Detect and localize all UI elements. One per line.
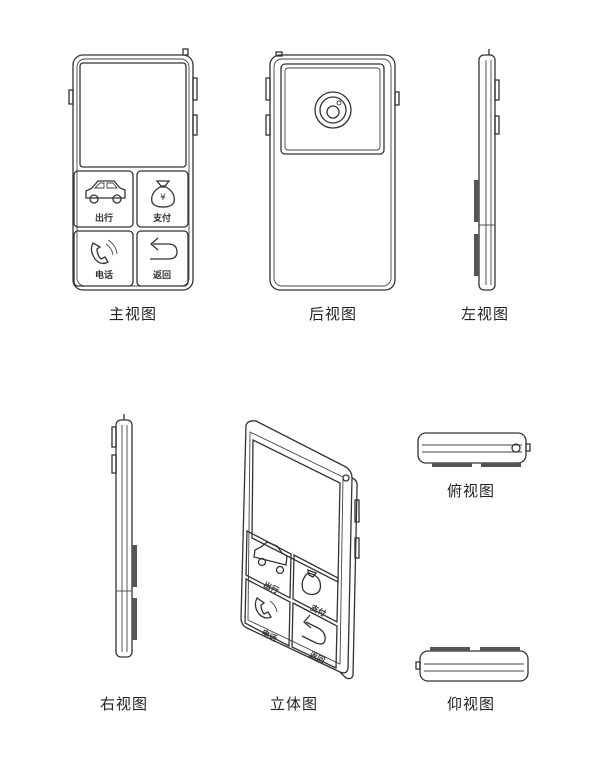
bottom-view-label: 仰视图 bbox=[446, 695, 495, 713]
back-key-3d-label: 返回 bbox=[308, 649, 327, 665]
back-view bbox=[265, 51, 400, 291]
back-key bbox=[136, 230, 189, 287]
bottom-view bbox=[415, 647, 529, 682]
right-view bbox=[111, 414, 137, 658]
left-view-label: 左视图 bbox=[460, 305, 509, 323]
money-bag-icon bbox=[151, 180, 175, 208]
perspective-view-label: 立体图 bbox=[269, 695, 318, 713]
yuan-symbol: ¥ bbox=[160, 193, 166, 203]
back-key-label: 返回 bbox=[153, 269, 171, 281]
front-view: 出行 支付 电话 返回 ¥ bbox=[68, 48, 198, 291]
return-arrow-icon bbox=[150, 237, 178, 260]
perspective-view: 出行 支付 电话 返回 bbox=[240, 420, 360, 680]
call-key-label: 电话 bbox=[95, 269, 113, 281]
call-key-3d bbox=[244, 577, 291, 648]
back-key-3d bbox=[291, 601, 338, 670]
car-icon bbox=[253, 541, 288, 575]
top-view bbox=[417, 432, 531, 467]
right-view-label: 右视图 bbox=[99, 695, 148, 713]
return-arrow-icon bbox=[301, 614, 326, 645]
travel-key-label: 出行 bbox=[95, 212, 113, 224]
pay-key-label: 支付 bbox=[152, 212, 171, 224]
travel-key bbox=[73, 170, 134, 228]
car-icon bbox=[85, 180, 126, 204]
money-bag-icon bbox=[301, 568, 322, 596]
back-view-label: 后视图 bbox=[308, 305, 357, 323]
call-key bbox=[73, 230, 134, 287]
camera-lens-icon bbox=[314, 91, 352, 129]
front-view-label: 主视图 bbox=[108, 305, 157, 323]
phone-icon bbox=[254, 597, 278, 619]
pay-key-3d bbox=[292, 553, 339, 624]
phone-icon bbox=[90, 239, 118, 265]
pay-key bbox=[136, 170, 189, 228]
top-view-label: 俯视图 bbox=[446, 482, 495, 500]
left-view bbox=[474, 49, 500, 291]
